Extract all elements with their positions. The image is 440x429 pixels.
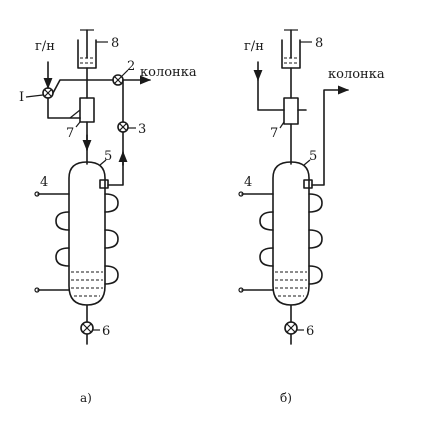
valve-6	[80, 321, 94, 335]
diagram-b: 8 г/н 7 колонка 5	[238, 29, 385, 405]
label-4-b: 4	[244, 175, 252, 190]
reservoir-8-b	[281, 29, 312, 69]
vessel-5	[68, 161, 109, 306]
block-7	[69, 97, 95, 128]
label-gas-inlet: г/н	[35, 39, 55, 54]
label-outlet-a: колонка	[140, 65, 197, 80]
label-5-b: 5	[309, 149, 317, 164]
vessel-5-b	[272, 161, 313, 306]
label-valve-2: 2	[127, 59, 135, 74]
valve-6-b	[284, 321, 298, 335]
label-outlet-b: колонка	[328, 67, 385, 82]
coil-4	[34, 191, 119, 293]
reservoir-8	[77, 29, 108, 69]
label-6: 6	[102, 324, 110, 339]
label-valve-3: 3	[138, 122, 146, 137]
coil-4-b	[238, 191, 323, 293]
label-7: 7	[66, 126, 74, 141]
diagram-a: 8 г/н I 2 колонка	[19, 29, 197, 405]
label-6-b: 6	[306, 324, 314, 339]
label-valve-1: I	[19, 90, 24, 105]
valve-3	[117, 121, 129, 133]
label-8-b: 8	[315, 36, 323, 51]
label-gas-inlet-b: г/н	[244, 39, 264, 54]
label-7-b: 7	[270, 126, 278, 141]
caption-a: а)	[80, 391, 92, 405]
valve-1	[42, 87, 54, 99]
block-7-b	[283, 97, 299, 125]
valve-2	[112, 74, 124, 86]
label-5: 5	[104, 149, 112, 164]
label-8: 8	[111, 36, 119, 51]
label-4: 4	[40, 175, 48, 190]
caption-b: б)	[280, 391, 292, 405]
